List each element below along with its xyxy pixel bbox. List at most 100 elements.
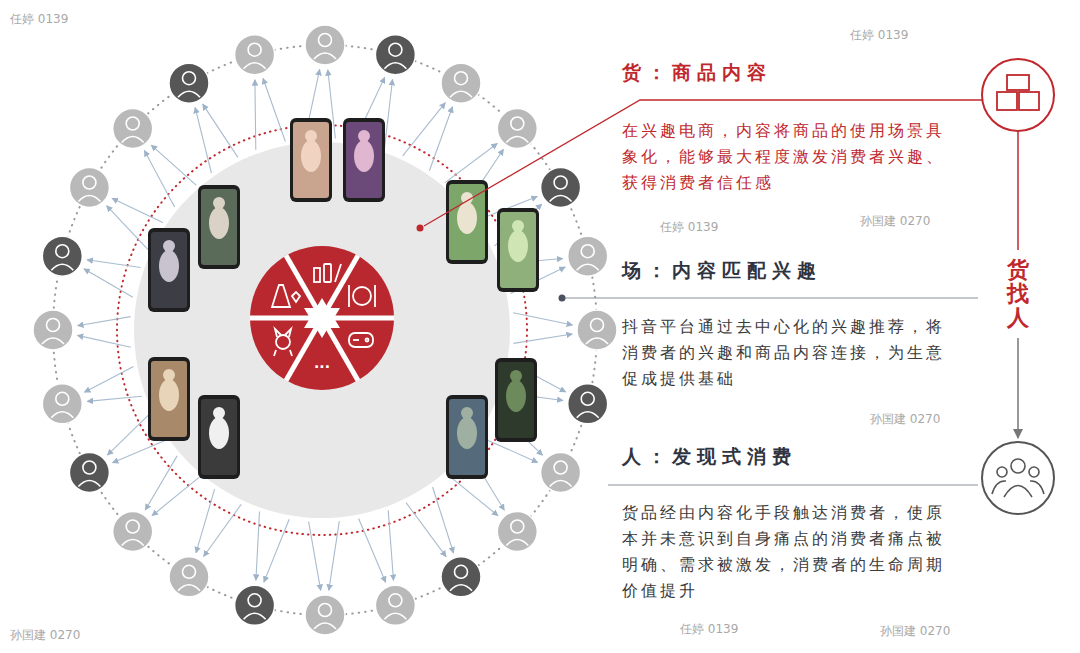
arrow-group	[77, 69, 572, 590]
consumer-avatar	[305, 595, 345, 635]
pet-icon	[274, 329, 292, 356]
avatar-circle	[568, 236, 608, 276]
plate	[353, 287, 371, 305]
watermark: 任婷 0139	[660, 220, 718, 234]
avatar-circle	[441, 63, 481, 103]
reach-arrow	[514, 334, 573, 343]
avatar-circle	[568, 384, 608, 424]
avatar-head	[455, 565, 468, 578]
avatar-body	[550, 196, 572, 202]
panel-heading: 货：商品内容	[622, 58, 957, 86]
text-panel: 货：商品内容在兴趣电商，内容将商品的使用场景具象化，能够最大程度激发消费者兴趣、…	[622, 58, 957, 196]
box	[1019, 92, 1039, 110]
screen-subject	[506, 380, 526, 412]
phone-body	[290, 118, 332, 202]
avatar-head	[83, 176, 96, 189]
person-head	[1029, 467, 1039, 477]
reach-arrow	[84, 367, 133, 393]
reach-arrow	[204, 504, 242, 556]
reach-arrow	[107, 414, 149, 455]
reach-arrow	[77, 335, 130, 347]
screen-subject	[508, 230, 528, 262]
avatar-circle	[305, 25, 345, 65]
screen-subject	[213, 407, 225, 419]
leader-dot	[417, 225, 424, 232]
avatar-head	[47, 319, 60, 332]
avatar-circle	[42, 236, 82, 276]
consumer-avatar	[441, 63, 481, 103]
person-body	[1004, 486, 1032, 498]
leader-dot	[559, 295, 566, 302]
avatar-head	[581, 392, 594, 405]
flow-arrow	[1017, 338, 1019, 438]
avatar-body	[51, 412, 73, 418]
avatar-body	[450, 585, 472, 591]
avatar-body	[244, 613, 266, 619]
watermark: 任婷 0139	[680, 622, 738, 636]
avatar-head	[56, 392, 69, 405]
bottle	[324, 264, 331, 282]
avatar-head	[554, 461, 567, 474]
box	[1007, 75, 1029, 90]
consumer-avatar	[169, 557, 209, 597]
panel-heading: 人：发现式消费	[622, 442, 957, 470]
avatar-head	[319, 34, 332, 47]
reach-arrow	[513, 313, 572, 325]
avatar-head	[554, 176, 567, 189]
lipstick	[314, 268, 320, 282]
reach-arrow	[144, 151, 174, 208]
consumer-avatar	[113, 512, 153, 552]
avatar-circle	[375, 585, 415, 625]
screen-subject	[209, 417, 229, 449]
phone-screen	[498, 362, 534, 438]
phone-body	[148, 228, 190, 312]
avatar-circle	[541, 453, 581, 493]
reach-arrow	[152, 477, 199, 515]
reach-arrow	[196, 489, 215, 553]
gamepad	[349, 333, 373, 347]
knife	[374, 285, 376, 307]
avatar-head	[511, 520, 524, 533]
leader-lines	[417, 100, 983, 485]
screen-subject	[457, 202, 477, 234]
text-panel: 人：发现式消费货品经由内容化手段触达消费者，使原本并未意识到自身痛点的消费者痛点…	[622, 442, 957, 604]
food-icon	[349, 285, 375, 307]
reach-arrow	[254, 80, 256, 150]
screen-subject	[209, 207, 229, 239]
reach-arrow	[445, 144, 497, 183]
avatar-circle	[33, 310, 73, 350]
avatar-circle	[113, 512, 153, 552]
leader-line	[424, 100, 982, 226]
panel-body: 在兴趣电商，内容将商品的使用场景具象化，能够最大程度激发消费者兴趣、获得消费者信…	[622, 118, 957, 196]
reach-arrow	[78, 317, 131, 326]
reach-arrow	[113, 441, 166, 463]
phone-body	[198, 185, 240, 269]
dpad	[353, 339, 359, 341]
content-phone	[148, 228, 190, 312]
consumer-avatar	[113, 109, 153, 149]
outer-ring	[53, 45, 597, 615]
consumer-avatar	[69, 168, 109, 208]
pet-ears	[275, 329, 291, 337]
phone-body	[495, 358, 537, 442]
consumer-avatar	[577, 310, 617, 350]
screen-subject	[457, 417, 477, 449]
watermark: 任婷 0139	[850, 28, 908, 42]
pie-center-star	[304, 298, 340, 338]
avatar-body	[506, 540, 528, 546]
screen-subject	[159, 379, 179, 411]
avatar-body	[506, 137, 528, 143]
avatar-circle	[375, 35, 415, 75]
panel-body: 抖音平台通过去中心化的兴趣推荐，将消费者的兴趣和商品内容连接，为生意促成提供基础	[622, 314, 957, 392]
content-phone	[343, 118, 385, 202]
reach-arrow	[203, 104, 238, 157]
avatar-circle	[42, 384, 82, 424]
avatar-body	[42, 338, 64, 344]
pie-dividers	[250, 256, 394, 381]
category-pie	[250, 246, 394, 390]
people-icon	[982, 442, 1054, 514]
phone-body	[343, 118, 385, 202]
pet-head	[276, 335, 290, 349]
people-circle	[982, 442, 1054, 514]
watermark: 孙国建 0270	[880, 624, 950, 638]
